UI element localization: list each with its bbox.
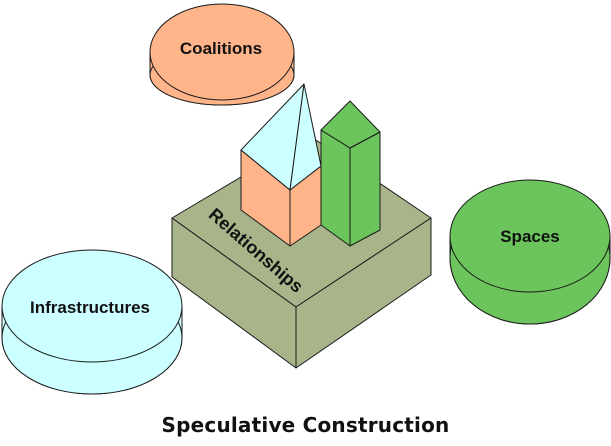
infrastructures-disc: Infrastructures xyxy=(1,249,183,395)
spaces-disc: Spaces xyxy=(449,179,611,325)
diagram-caption: Speculative Construction xyxy=(161,413,450,437)
tower xyxy=(240,83,322,247)
infrastructures-label: Infrastructures xyxy=(30,298,150,317)
coalitions-label: Coalitions xyxy=(180,39,262,58)
spaces-label: Spaces xyxy=(500,227,560,246)
green-block xyxy=(320,100,381,247)
coalitions-disc: Coalitions xyxy=(149,3,295,106)
